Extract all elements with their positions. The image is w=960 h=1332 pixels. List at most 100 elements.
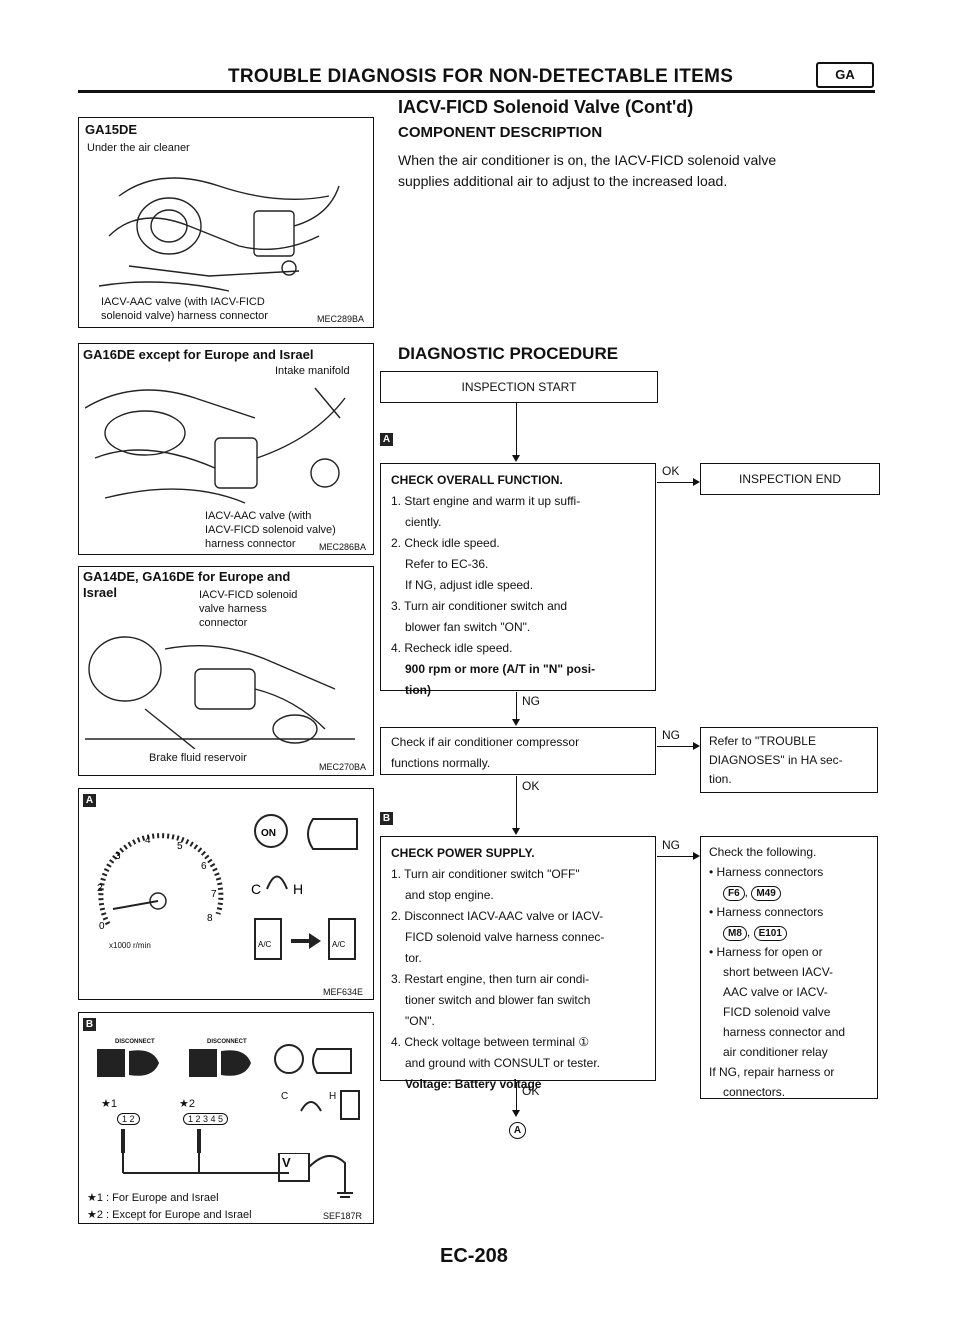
step-line: • Harness connectors bbox=[709, 905, 824, 919]
step-line: 4. Check voltage between terminal ① bbox=[391, 1035, 590, 1049]
tach-tick: 4 bbox=[145, 835, 151, 846]
figure-code: MEC289BA bbox=[317, 314, 365, 324]
flow-connector bbox=[657, 482, 695, 483]
flow-branch-ng: NG bbox=[662, 838, 680, 852]
step-line: air conditioner relay bbox=[723, 1045, 828, 1059]
step-line: 2. Disconnect IACV-AAC valve or IACV- bbox=[391, 909, 604, 923]
flow-branch-ok: OK bbox=[522, 1084, 540, 1098]
flow-connector bbox=[516, 402, 517, 455]
flow-branch-ng: NG bbox=[662, 728, 680, 742]
tachometer-icon: 0 2 3 4 5 6 7 8 bbox=[97, 833, 224, 932]
flow-arrow bbox=[512, 828, 520, 835]
figure-label: Under the air cleaner bbox=[87, 142, 190, 154]
step-line: 1. Start engine and warm it up suffi- bbox=[391, 494, 581, 508]
step-line: connectors. bbox=[723, 1085, 786, 1099]
flow-check-harness: Check the following. • Harness connector… bbox=[700, 836, 878, 1099]
tach-tick: 8 bbox=[207, 913, 213, 924]
flow-connector bbox=[516, 692, 517, 719]
step-title: CHECK OVERALL FUNCTION. bbox=[391, 473, 563, 487]
engine-illustration bbox=[85, 636, 355, 749]
figure-code: SEF187R bbox=[323, 1211, 363, 1221]
step-line: Refer to "TROUBLE bbox=[709, 734, 816, 748]
flow-arrow bbox=[512, 719, 520, 726]
figure-label: IACV-AAC valve (with bbox=[205, 510, 312, 522]
tach-unit: x1000 r/min bbox=[109, 941, 151, 950]
step-line: • Harness connectors bbox=[709, 865, 824, 879]
component-heading: COMPONENT DESCRIPTION bbox=[398, 124, 603, 141]
figure-voltage-check: B DISCONNECT DISCONNECT T.S. T.S. ★1 ★2 … bbox=[78, 1012, 374, 1224]
page-subtitle: IACV-FICD Solenoid Valve (Cont'd) bbox=[398, 97, 694, 117]
footnote: ★2 : Except for Europe and Israel bbox=[87, 1209, 252, 1221]
step-line: 3. Turn air conditioner switch and bbox=[391, 599, 568, 613]
step-line: tion. bbox=[709, 772, 732, 786]
figure-label: IACV-FICD solenoid valve) bbox=[205, 524, 336, 536]
figure-marker-b: B bbox=[83, 1018, 96, 1031]
engine-illustration bbox=[85, 387, 346, 504]
c-label: C bbox=[251, 881, 261, 897]
engine-illustration bbox=[99, 177, 340, 292]
flow-branch-ok: OK bbox=[662, 464, 680, 478]
step-line: 1. Turn air conditioner switch "OFF" bbox=[391, 867, 580, 881]
figure-title: GA14DE, GA16DE for Europe and bbox=[83, 569, 291, 584]
flow-step-overall-function: CHECK OVERALL FUNCTION. 1. Start engine … bbox=[380, 463, 656, 697]
flow-refer-ha: Refer to "TROUBLE DIAGNOSES" in HA sec- … bbox=[700, 727, 878, 793]
flow-start: INSPECTION START bbox=[380, 371, 658, 403]
flow-arrow bbox=[693, 852, 700, 860]
step-line: FICD solenoid valve bbox=[723, 1005, 831, 1019]
h-label: H bbox=[329, 1091, 337, 1102]
flow-marker-a: A bbox=[380, 433, 393, 446]
flow-branch-ng: NG bbox=[522, 694, 540, 708]
step-line: AAC valve or IACV- bbox=[723, 985, 828, 999]
figure-title: GA15DE bbox=[85, 122, 138, 137]
ac-label: A/C bbox=[258, 940, 272, 949]
figure-ga15de: GA15DE Under the air cleaner IACV-AAC va… bbox=[78, 117, 374, 328]
step-line: blower fan switch "ON". bbox=[405, 620, 531, 634]
step-line: If NG, repair harness or bbox=[709, 1065, 835, 1079]
step-line: Check the following. bbox=[709, 845, 817, 859]
connector-pill: M49 bbox=[751, 886, 781, 901]
tach-tick: 7 bbox=[211, 889, 217, 900]
step-line: and stop engine. bbox=[405, 888, 494, 902]
flow-connector bbox=[516, 1082, 517, 1112]
tach-tick: 6 bbox=[201, 861, 207, 872]
flow-arrow bbox=[512, 455, 520, 462]
step-line: 4. Recheck idle speed. bbox=[391, 641, 513, 655]
figure-ga14de: GA14DE, GA16DE for Europe and Israel IAC… bbox=[78, 566, 374, 776]
figure-code: MEF634E bbox=[323, 987, 364, 997]
step-title: CHECK POWER SUPPLY. bbox=[391, 846, 535, 860]
flow-connector bbox=[657, 856, 695, 857]
ts-label: T.S. bbox=[99, 1077, 113, 1086]
wiring-illustration bbox=[122, 1153, 353, 1198]
flow-arrow bbox=[512, 1110, 520, 1117]
step-line: FICD solenoid valve harness connec- bbox=[405, 930, 605, 944]
figure-label: Intake manifold bbox=[275, 365, 350, 377]
figure-code: MEC286BA bbox=[319, 542, 367, 552]
flow-connector bbox=[516, 776, 517, 828]
disconnect-label: DISCONNECT bbox=[207, 1039, 247, 1045]
flow-step-compressor: Check if air conditioner compressor func… bbox=[380, 727, 656, 775]
figure-label: IACV-FICD solenoid bbox=[199, 589, 298, 601]
connector-terminals-2: 1 2 3 4 5 bbox=[183, 1113, 229, 1125]
star2-label: ★2 bbox=[179, 1098, 195, 1110]
figure-label: Brake fluid reservoir bbox=[149, 752, 247, 764]
flow-arrow bbox=[693, 478, 700, 486]
step-line: 3. Restart engine, then turn air condi- bbox=[391, 972, 590, 986]
figure-code: MEC270BA bbox=[319, 762, 367, 772]
flow-continue-marker: A bbox=[509, 1122, 526, 1139]
figure-label: valve harness bbox=[199, 603, 267, 615]
footnote: ★1 : For Europe and Israel bbox=[87, 1192, 219, 1204]
step-line: DIAGNOSES" in HA sec- bbox=[709, 753, 843, 767]
figure-marker-a: A bbox=[83, 794, 96, 807]
figure-label: harness connector bbox=[205, 538, 296, 550]
page-header-title: TROUBLE DIAGNOSIS FOR NON-DETECTABLE ITE… bbox=[228, 66, 734, 87]
tach-tick: 5 bbox=[177, 841, 183, 852]
h-label: H bbox=[293, 881, 303, 897]
step-line: Check if air conditioner compressor bbox=[391, 735, 580, 749]
tach-tick: 3 bbox=[115, 851, 121, 862]
step-spec: 900 rpm or more (A/T in "N" posi- bbox=[405, 662, 596, 676]
step-line: short between IACV- bbox=[723, 965, 834, 979]
connector-illustration bbox=[97, 1044, 360, 1153]
header-rule bbox=[78, 90, 875, 93]
step-line: 2. Check idle speed. bbox=[391, 536, 500, 550]
flow-marker-b: B bbox=[380, 812, 393, 825]
